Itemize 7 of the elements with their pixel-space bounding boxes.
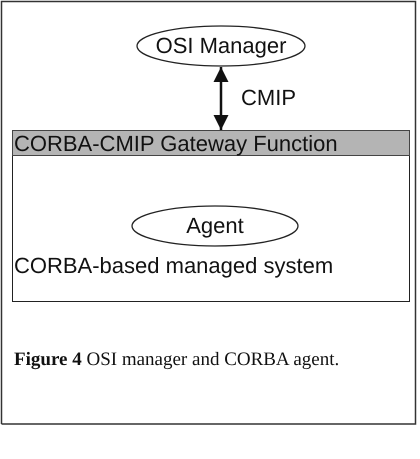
node-label: OSI Manager xyxy=(156,33,286,59)
node-label: Agent xyxy=(186,213,244,239)
gateway-band xyxy=(12,130,410,156)
node-label: CORBA-based managed system xyxy=(14,253,334,279)
node-label: CORBA-CMIP Gateway Function xyxy=(14,131,338,157)
figure-caption: Figure 4 OSI manager and CORBA agent. xyxy=(14,348,340,372)
system-box xyxy=(12,130,410,302)
